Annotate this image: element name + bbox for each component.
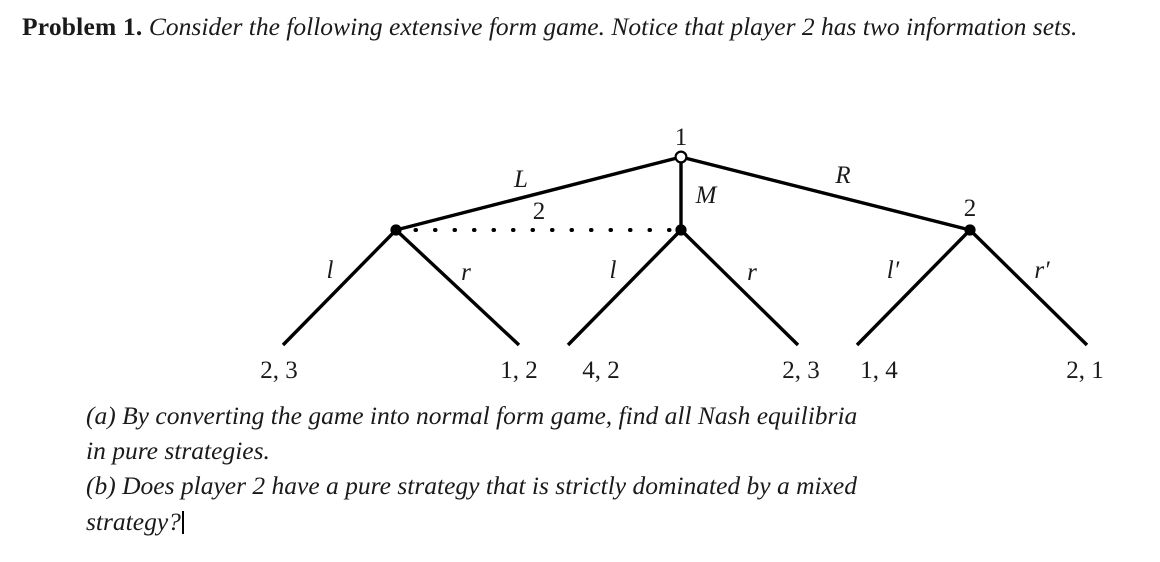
problem-text: Consider the following extensive form ga… <box>148 12 1078 41</box>
question-b-line1: (b) Does player 2 have a pure strategy t… <box>86 471 857 501</box>
question-b-line2: strategy? <box>86 506 181 536</box>
edge-middle-node-l <box>566 228 683 347</box>
extensive-form-game-tree: 1 2 2 L M R l r l r l′ r′ 2, 3 1, 2 4, 2… <box>0 118 1160 388</box>
label-action-M: M <box>695 182 717 209</box>
label-action-R: R <box>835 162 851 189</box>
problem-label: Problem 1. <box>22 12 143 41</box>
node-root-player1 <box>674 150 688 164</box>
payoff-terminal-2: 1, 2 <box>500 357 538 384</box>
label-action-r-left-node: r <box>461 259 471 286</box>
edge-left-node-l <box>281 228 398 347</box>
label-node-player2-right: 2 <box>963 195 977 222</box>
node-player2-right <box>964 224 976 236</box>
edge-left-node-r <box>394 228 521 347</box>
node-player2-middle <box>675 224 687 236</box>
payoff-terminal-4: 2, 3 <box>782 357 820 384</box>
label-information-set-player2: 2 <box>532 198 546 225</box>
payoff-terminal-6: 2, 1 <box>1066 357 1104 384</box>
label-action-r-middle-node: r <box>747 259 757 286</box>
payoff-terminal-1: 2, 3 <box>260 357 298 384</box>
question-a-line2: in pure strategies. <box>86 436 270 466</box>
question-a-line1: (a) By converting the game into normal f… <box>86 401 858 430</box>
problem-statement: Problem 1. Consider the following extens… <box>22 10 1142 45</box>
payoff-terminal-3: 4, 2 <box>582 357 620 384</box>
edge-root-R <box>680 155 971 232</box>
label-action-l-prime-right-node: l′ <box>886 257 900 284</box>
payoff-terminal-5: 1, 4 <box>860 357 898 384</box>
edge-root-L <box>395 155 682 232</box>
question-b-line2-wrapper: strategy? <box>86 504 1116 539</box>
label-action-l-middle-node: l <box>609 257 617 284</box>
edge-right-node-r-prime <box>968 228 1089 347</box>
label-action-L: L <box>514 166 528 193</box>
label-action-l-left-node: l <box>326 257 334 284</box>
label-node-player1: 1 <box>674 124 688 151</box>
edge-right-node-l-prime <box>855 228 972 347</box>
edge-middle-node-r <box>679 228 800 347</box>
node-player2-left <box>390 224 402 236</box>
game-tree-graphics <box>281 150 1089 347</box>
text-cursor-caret <box>181 510 184 534</box>
label-action-r-prime-right-node: r′ <box>1034 257 1050 284</box>
question-list: (a) By converting the game into normal f… <box>86 398 1116 539</box>
